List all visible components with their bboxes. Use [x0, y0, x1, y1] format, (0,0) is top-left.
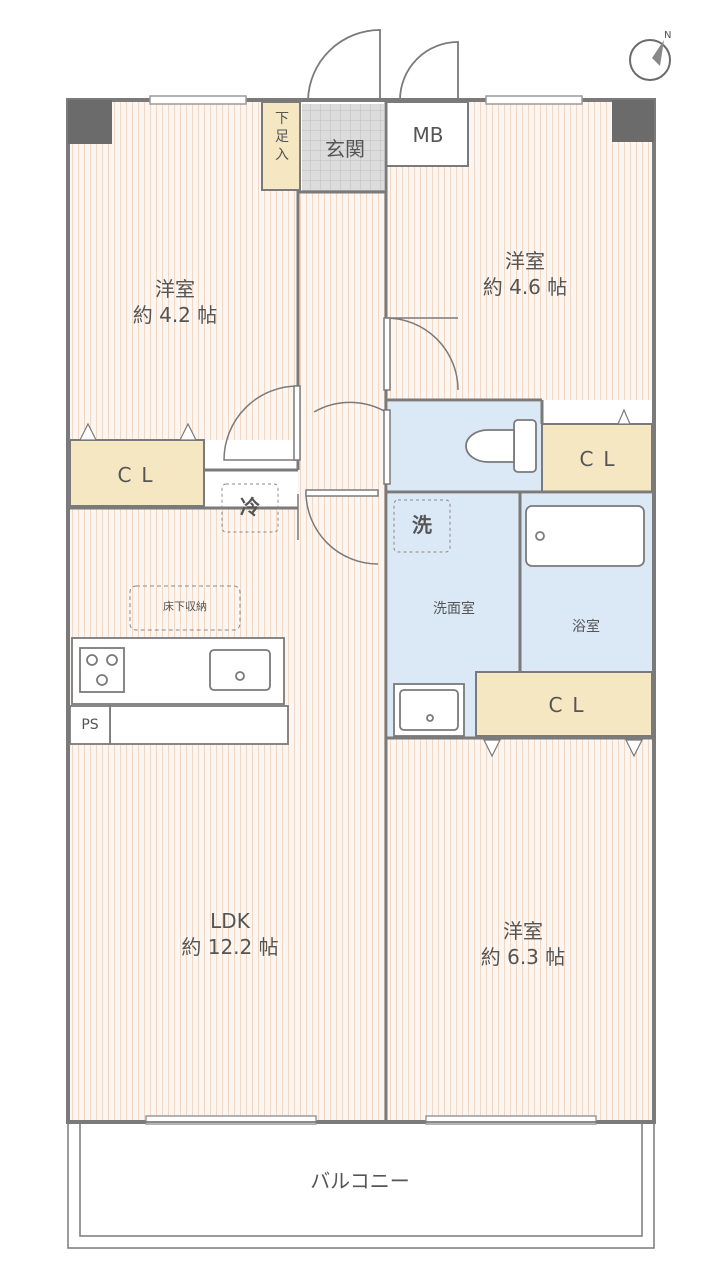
column-nw — [68, 100, 112, 144]
vanity-sink — [393, 683, 465, 737]
entrance-tile — [302, 104, 384, 192]
underfloor-storage-box — [129, 585, 241, 631]
closet-ne-label: CL — [579, 447, 625, 471]
washer-label: 洗 — [412, 513, 432, 537]
room-ldk: LDK 約 12.2 帖 — [150, 908, 310, 960]
closet-nw — [69, 439, 205, 507]
washer-box — [393, 499, 451, 553]
entrance-label: 玄関 — [325, 137, 365, 161]
underfloor-storage-label: 床下収納 — [163, 600, 207, 613]
closet-ne — [541, 423, 653, 493]
windows — [145, 95, 597, 1125]
entry-doors — [307, 29, 459, 101]
room-western-se: 洋室 約 6.3 帖 — [448, 918, 598, 970]
floor-ldk — [70, 508, 386, 1120]
fridge-box — [221, 483, 279, 533]
closet-mid-label: CL — [548, 693, 594, 717]
svg-text:N: N — [664, 30, 671, 41]
compass-icon: N — [629, 30, 671, 81]
room-name: LDK — [210, 909, 250, 933]
room-name: 洋室 — [503, 919, 543, 943]
closet-mid — [475, 671, 653, 737]
room-size: 約 6.3 帖 — [480, 945, 566, 969]
washroom-label: 洗面室 — [433, 601, 475, 617]
bathtub-fixture — [525, 505, 645, 567]
interior-walls — [70, 100, 652, 1120]
kitchen-counter — [69, 637, 289, 745]
column-ne — [612, 100, 654, 142]
bathroom-label: 浴室 — [572, 619, 600, 635]
room-size: 約 4.6 帖 — [482, 275, 568, 299]
toilet-fixture — [465, 419, 537, 473]
closet-door-markers — [79, 408, 643, 758]
room-name: 洋室 — [155, 277, 195, 301]
interior-doors — [223, 317, 521, 1000]
room-size: 約 12.2 帖 — [181, 935, 279, 959]
floor-western-nw — [70, 102, 298, 440]
balcony-outline — [67, 1121, 655, 1249]
room-size: 約 4.2 帖 — [132, 303, 218, 327]
room-name: 洋室 — [505, 249, 545, 273]
pipe-space-label: PS — [81, 717, 99, 733]
floor-hallway — [298, 192, 386, 512]
fridge-label: 冷 — [240, 495, 260, 519]
floor-western-se — [386, 738, 652, 1120]
room-western-ne: 洋室 約 4.6 帖 — [450, 248, 600, 300]
room-western-nw: 洋室 約 4.2 帖 — [100, 276, 250, 328]
closet-nw-label: CL — [117, 463, 163, 487]
balcony-label: バルコニー — [310, 1169, 410, 1193]
meter-box-label: MB — [412, 123, 444, 147]
shoe-storage-label: 下足入 — [275, 111, 289, 163]
